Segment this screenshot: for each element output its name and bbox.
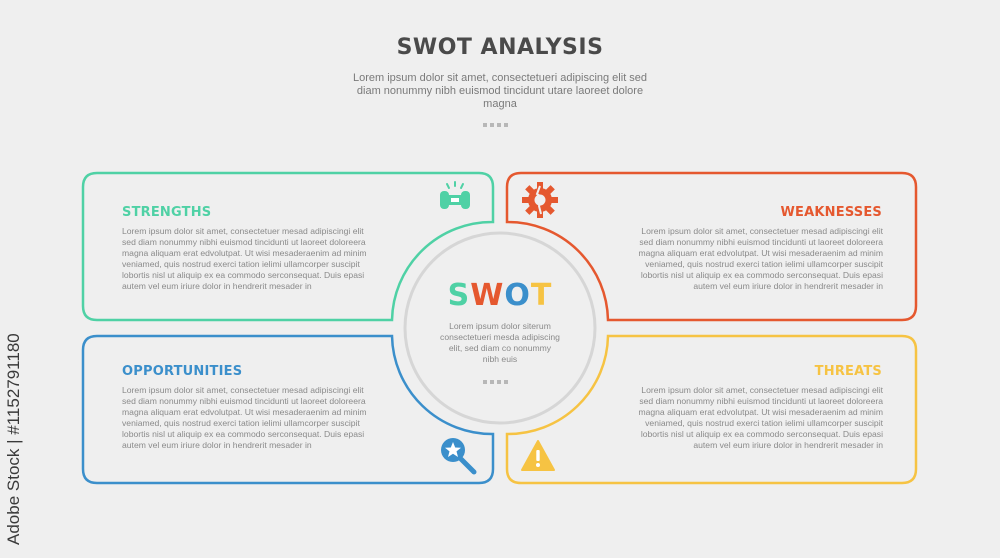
- magnifier-star-icon: [441, 438, 477, 475]
- muscle-arm-icon: [440, 181, 470, 209]
- strengths-outline: [81, 171, 495, 322]
- page-title: SWOT ANALYSIS: [396, 35, 604, 60]
- center-circle: [403, 231, 597, 425]
- opportunities-text: Lorem ipsum dolor sit amet, consectetuer…: [122, 385, 367, 450]
- page-subtitle: Lorem ipsum dolor sit amet, consectetuer…: [352, 72, 648, 110]
- swot-letter-t: T: [530, 278, 553, 313]
- swot-letter-s: S: [447, 278, 471, 313]
- opportunities-outline: [81, 334, 495, 485]
- weaknesses-outline: [505, 171, 918, 322]
- weaknesses-title: WEAKNESSES: [780, 205, 882, 220]
- header-dots-divider: [483, 123, 508, 127]
- weaknesses-text: Lorem ipsum dolor sit amet, consectetuer…: [638, 226, 883, 291]
- broken-gear-icon: [522, 182, 558, 218]
- center-swot-label: SWOT: [420, 278, 580, 313]
- swot-letter-w: W: [470, 278, 505, 313]
- stock-watermark-text: Adobe Stock | #1152791180: [4, 333, 23, 545]
- strengths-title: STRENGTHS: [122, 205, 212, 220]
- swot-letter-o: O: [504, 278, 531, 313]
- center-text: Lorem ipsum dolor siterum consectetueri …: [440, 321, 560, 364]
- threats-title: THREATS: [814, 364, 882, 379]
- warning-triangle-icon: [521, 440, 555, 471]
- strengths-text: Lorem ipsum dolor sit amet, consectetuer…: [122, 226, 367, 291]
- threats-text: Lorem ipsum dolor sit amet, consectetuer…: [638, 385, 883, 450]
- center-dots-divider: [483, 380, 508, 384]
- threats-outline: [505, 334, 918, 485]
- opportunities-title: OPPORTUNITIES: [122, 364, 243, 379]
